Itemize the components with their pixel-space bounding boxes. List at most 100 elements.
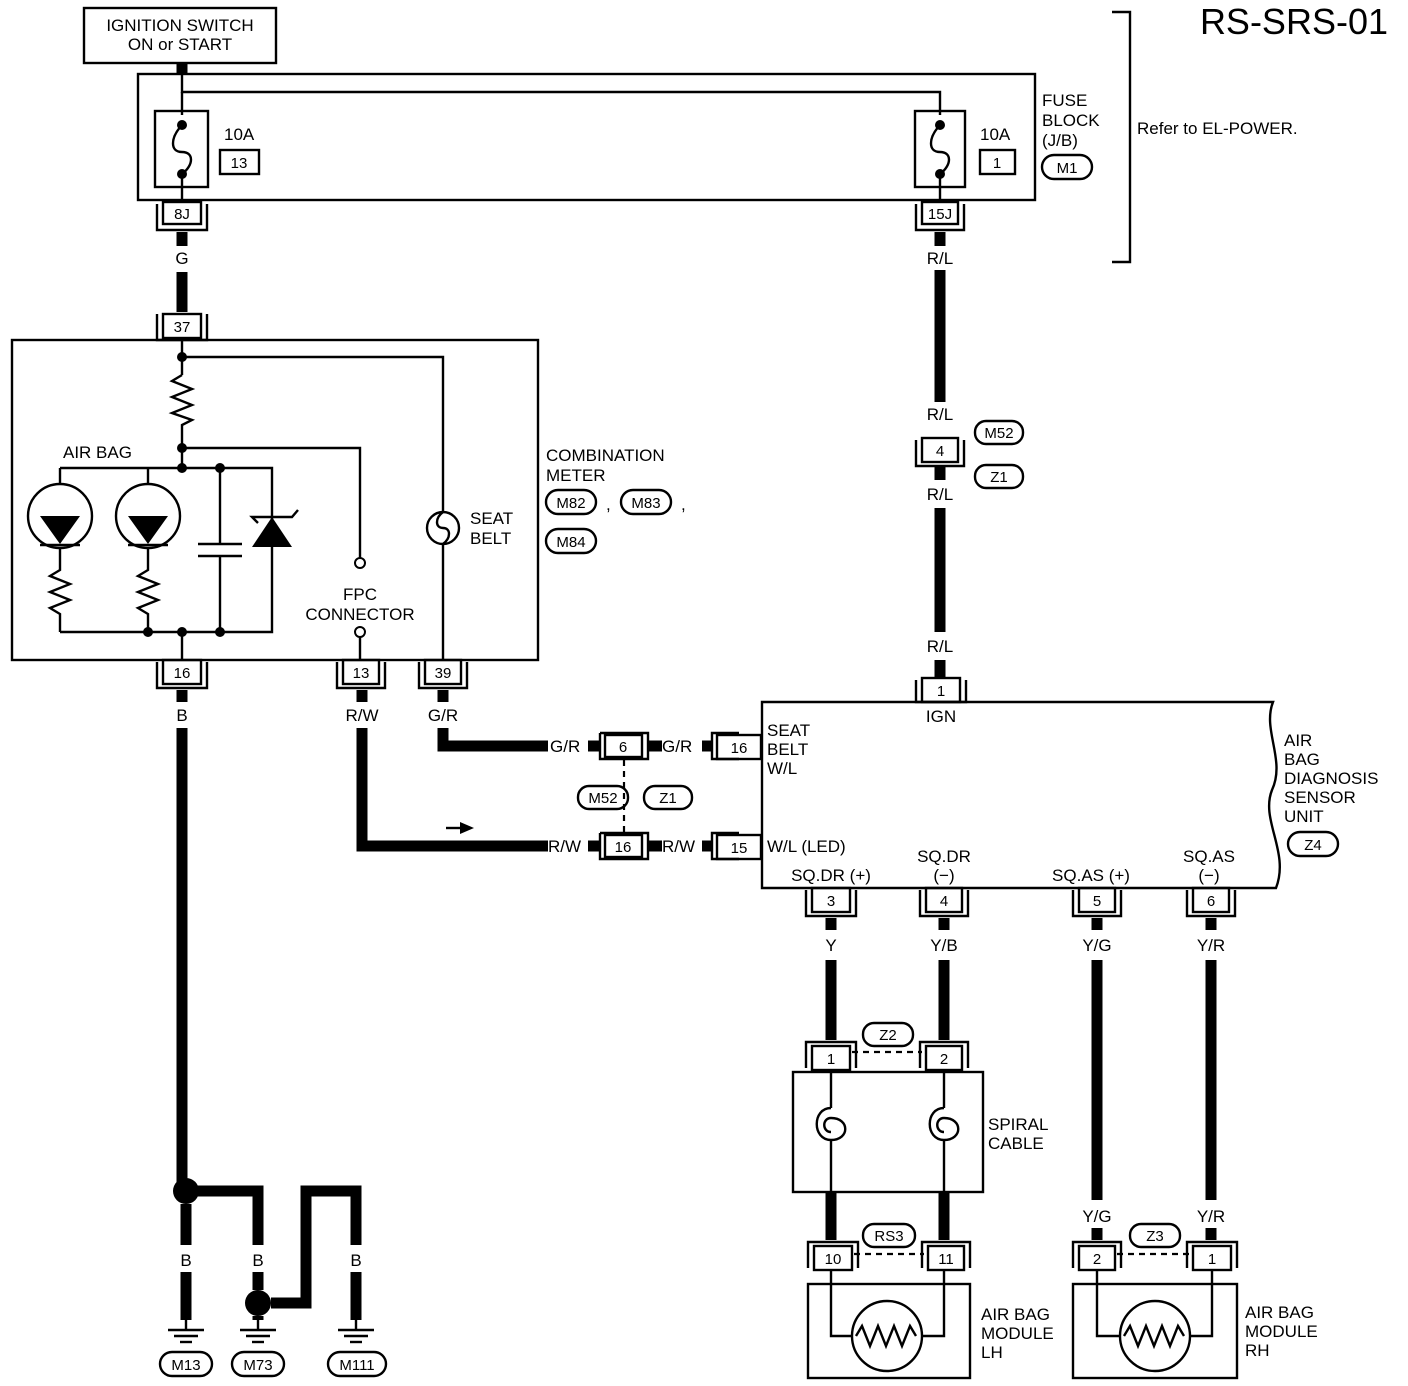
- sensor-out-6-label-1: SQ.AS: [1183, 847, 1235, 866]
- wire-color-rw-meter: R/W: [345, 706, 378, 725]
- spiral-cable-label-1: SPIRAL: [988, 1115, 1048, 1134]
- ground-network: B B B B M13 M73 M111: [158, 1178, 388, 1378]
- spiral-connector-top: Z2: [879, 1027, 897, 1044]
- wire-color-rl-2: R/L: [927, 405, 953, 424]
- lh-connector: RS3: [874, 1228, 903, 1245]
- spiral-cable: 1 2 Z2 SPIRAL CABLE: [791, 1021, 1048, 1194]
- diagram-title: RS-SRS-01: [1200, 1, 1388, 42]
- lh-label-3: LH: [981, 1343, 1003, 1362]
- sensor-pin-4: 4: [918, 886, 970, 918]
- diagnosis-sensor-unit: 1 IGN SEAT BELT W/L W/L (LED) SQ.DR (+) …: [760, 660, 1378, 890]
- fuse-1-number: 1: [993, 155, 1001, 172]
- ground-wire-b-2: B: [252, 1251, 263, 1270]
- lh-pin-11: 11: [938, 1251, 954, 1268]
- harness-connector-ign: 4 M52 Z1: [914, 419, 1025, 490]
- svg-text:6: 6: [619, 739, 627, 756]
- wire-color-yb: Y/B: [930, 936, 957, 955]
- svg-text:39: 39: [435, 665, 452, 682]
- ignition-switch-line2: ON or START: [128, 35, 232, 54]
- rh-label-2: MODULE: [1245, 1322, 1318, 1341]
- meter-connector-m84: M84: [556, 534, 585, 551]
- terminal-8j: 8J: [155, 200, 209, 232]
- wire-color-rl-3: R/L: [927, 485, 953, 504]
- fuse-13-number: 13: [231, 155, 248, 172]
- wire-color-rl-4: R/L: [927, 637, 953, 656]
- ground-wire-b-4: B: [350, 1251, 361, 1270]
- fuse-block: 10A 13 10A 1 FUSE BLOCK (J/B) M1: [136, 72, 1100, 202]
- fuse-13-rating: 10A: [224, 125, 255, 144]
- wire-color-gr-meter: G/R: [428, 706, 458, 725]
- sensor-unit-label-4: SENSOR: [1284, 788, 1356, 807]
- spiral-pin-2: 2: [940, 1051, 948, 1068]
- svg-text:8J: 8J: [174, 206, 190, 223]
- meter-terminal-13: 13: [335, 658, 387, 690]
- meter-terminal-37: 37: [174, 319, 191, 336]
- sensor-seat-belt-label-2: BELT: [767, 740, 808, 759]
- sensor-unit-connector: Z4: [1304, 837, 1322, 854]
- fuse-block-label-2: BLOCK: [1042, 111, 1100, 130]
- svg-text:6: 6: [1207, 893, 1215, 910]
- combination-meter-label-1: COMBINATION: [546, 446, 665, 465]
- sensor-out-3-label: SQ.DR (+): [791, 866, 871, 885]
- sensor-seat-belt-label-3: W/L: [767, 759, 797, 778]
- lh-pin-10: 10: [825, 1251, 842, 1268]
- svg-text:,: ,: [606, 495, 611, 514]
- ground-symbol-m111: M111: [326, 1320, 388, 1378]
- svg-text:13: 13: [353, 665, 370, 682]
- air-bag-module-lh: 10 11 RS3 AIR BAG MODULE LH: [806, 1222, 1054, 1380]
- meter-connector-m83: M83: [631, 495, 660, 512]
- sensor-pin-1: 1: [914, 676, 968, 704]
- sensor-pin-6: 6: [1185, 886, 1237, 918]
- fuse-13: 10A 13: [153, 109, 261, 202]
- fuse-1: 10A 1: [913, 109, 1017, 202]
- svg-text:16: 16: [615, 839, 632, 856]
- terminal-15j: 15J: [914, 200, 966, 232]
- harness-connector-z1: Z1: [990, 469, 1008, 486]
- wire-color-gr-2: G/R: [662, 737, 692, 756]
- wire-color-b-meter: B: [176, 706, 187, 725]
- fuse-block-connector: M1: [1057, 160, 1078, 177]
- svg-text:,: ,: [681, 495, 686, 514]
- fpc-label-1: FPC: [343, 585, 377, 604]
- harness-connector-m52-b: M52: [588, 790, 617, 807]
- sensor-ign-label: IGN: [926, 707, 956, 726]
- wire-color-rl-top: R/L: [927, 249, 953, 268]
- rh-pin-1: 1: [1208, 1251, 1216, 1268]
- svg-text:M111: M111: [339, 1357, 374, 1374]
- power-reference: Refer to EL-POWER.: [1137, 119, 1298, 138]
- harness-connector-z1-b: Z1: [659, 790, 677, 807]
- ground-wire-b-1: B: [180, 1251, 191, 1270]
- ground-wire-b-3: B: [300, 1251, 311, 1270]
- harness-connector-seat-belt: 6: [598, 731, 650, 761]
- wire-color-yr-1: Y/R: [1197, 936, 1225, 955]
- wire-color-rw-2: R/W: [662, 837, 695, 856]
- sensor-unit-label-2: BAG: [1284, 750, 1320, 769]
- wire-color-rw-1: R/W: [548, 837, 581, 856]
- combination-meter-label-2: METER: [546, 466, 606, 485]
- sensor-pin-5: 5: [1071, 886, 1123, 918]
- ignition-switch: IGNITION SWITCH ON or START: [82, 6, 278, 65]
- seat-belt-label-2: BELT: [470, 529, 511, 548]
- sensor-pin-16: 16: [710, 731, 763, 761]
- sensor-out-4-label-2: (−): [933, 866, 954, 885]
- wire-color-yr-2: Y/R: [1197, 1207, 1225, 1226]
- rh-label-3: RH: [1245, 1341, 1270, 1360]
- svg-text:16: 16: [731, 740, 748, 757]
- wire-color-yg-1: Y/G: [1082, 936, 1111, 955]
- sensor-out-5-label: SQ.AS (+): [1052, 866, 1130, 885]
- ground-symbol-m73: M73: [230, 1320, 286, 1378]
- spiral-pin-1: 1: [827, 1051, 835, 1068]
- svg-text:16: 16: [174, 665, 191, 682]
- harness-connector-m52: M52: [984, 425, 1013, 442]
- fpc-label-2: CONNECTOR: [305, 605, 414, 624]
- ignition-switch-line1: IGNITION SWITCH: [106, 16, 253, 35]
- svg-text:1: 1: [937, 683, 945, 700]
- svg-text:4: 4: [936, 443, 944, 460]
- harness-connector-led: 16: [598, 831, 650, 861]
- air-bag-label: AIR BAG: [63, 443, 132, 462]
- meter-terminal-16: 16: [155, 658, 209, 690]
- rh-label-1: AIR BAG: [1245, 1303, 1314, 1322]
- rh-connector: Z3: [1146, 1228, 1164, 1245]
- wire-color-yg-2: Y/G: [1082, 1207, 1111, 1226]
